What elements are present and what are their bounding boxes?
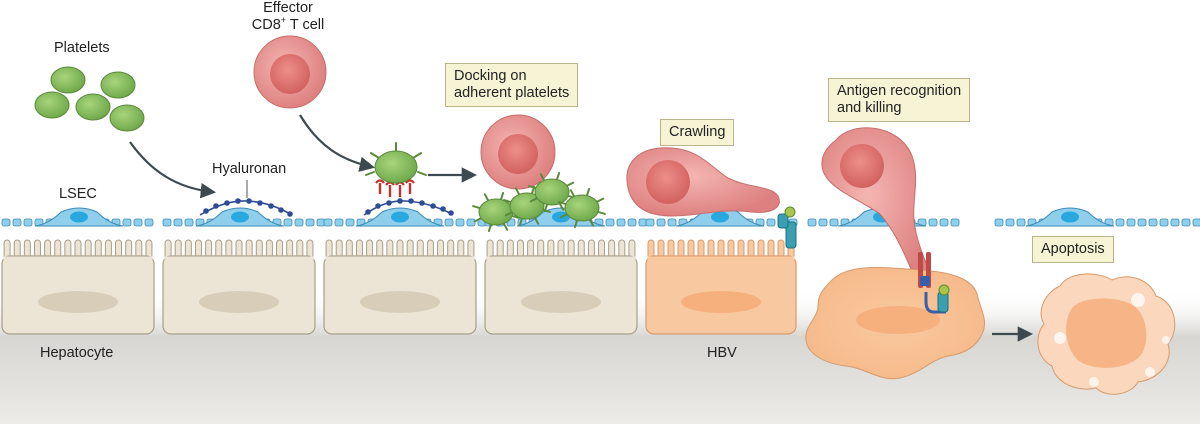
apoptosis-label-box: Apoptosis: [1032, 236, 1114, 263]
hyaluronan-chain: [199, 198, 293, 217]
lsec-lining: [1, 207, 1200, 227]
platelet-icon: [558, 187, 606, 229]
hepatocyte-nucleus: [38, 291, 118, 313]
hepatocyte: [162, 239, 316, 335]
killing-t-cell: [821, 127, 934, 291]
hepatocyte-nucleus: [199, 291, 279, 313]
hepatocyte: [1, 239, 155, 335]
lsec-nucleus: [70, 211, 88, 223]
free-platelets: [34, 66, 145, 132]
platelet-icon: [100, 71, 136, 99]
platelet-icon: [50, 66, 86, 94]
hyaluronan-chain: [363, 198, 454, 216]
lsec-cell: [195, 207, 285, 227]
hyaluronan-label: Hyaluronan: [212, 161, 287, 177]
infected-hepatocyte: [645, 239, 797, 335]
crawling-t-cell: [626, 147, 797, 249]
platelet-icon: [109, 104, 145, 132]
docking-label-line2: adherent platelets: [454, 85, 570, 101]
hepatocyte-nucleus: [681, 291, 761, 313]
platelet-icon: [472, 191, 520, 233]
docking-label-line1: Docking on: [454, 68, 527, 84]
docking-platelets: [472, 171, 606, 233]
effector-label-line2: CD8+ T cell: [251, 15, 325, 33]
hepatocyte-nucleus: [521, 291, 601, 313]
antigen-recognition-label-box: Antigen recognition and killing: [828, 78, 971, 122]
effector-t-cell: [253, 35, 327, 109]
hbv-label: HBV: [707, 345, 737, 361]
antigen-label-line1: Antigen recognition: [837, 83, 962, 99]
platelets-label: Platelets: [54, 40, 110, 56]
lsec-nucleus: [391, 211, 409, 223]
lsec-cell: [34, 207, 124, 227]
hepatocyte: [484, 239, 638, 335]
platelet-icon: [528, 171, 576, 213]
effector-t-cell-label: Effector CD8+ T cell: [238, 0, 338, 34]
apoptotic-cell: [1037, 273, 1176, 395]
lsec-nucleus: [1061, 211, 1079, 223]
docking-label-box: Docking on adherent platelets: [445, 63, 579, 107]
lsec-label: LSEC: [59, 186, 97, 202]
lsec-cell: [1025, 207, 1115, 227]
lsec-nucleus: [231, 211, 249, 223]
arrow-platelets-to-hyaluronan: [129, 141, 217, 199]
effector-label-line1: Effector: [263, 0, 313, 16]
antigen-label-line2: and killing: [837, 100, 902, 116]
crawling-label-box: Crawling: [660, 119, 735, 146]
infected-hepatocyte-killed: [805, 252, 985, 380]
platelet-icon: [75, 93, 111, 121]
hepatocyte: [323, 239, 477, 335]
hepatocyte-nucleus: [360, 291, 440, 313]
platelet-icon: [34, 91, 70, 119]
adhered-platelet: [365, 142, 427, 197]
arrow-tcell-to-platelet: [299, 114, 376, 172]
lsec-cell: [675, 207, 765, 227]
docking-t-cell: [480, 114, 556, 190]
hepatocyte-row: [1, 239, 797, 335]
hepatocyte-label: Hepatocyte: [40, 345, 114, 361]
lsec-nucleus: [711, 211, 729, 223]
lsec-cell: [355, 207, 445, 227]
